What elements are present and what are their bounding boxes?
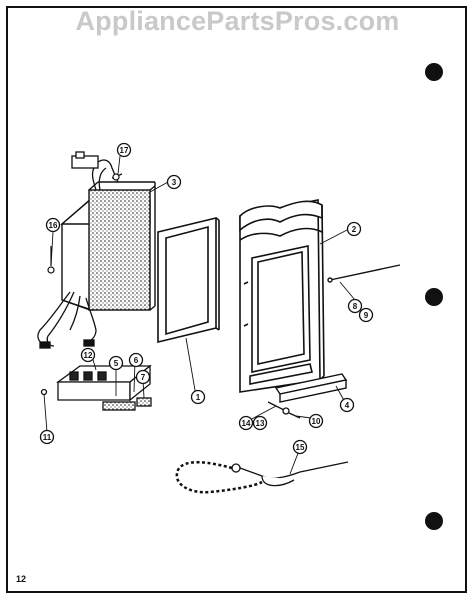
screw-17 <box>112 173 120 181</box>
wire-harness <box>71 151 123 191</box>
svg-text:17: 17 <box>120 146 129 155</box>
svg-text:7: 7 <box>141 373 146 382</box>
callout-17: 17 <box>116 142 132 158</box>
callout-9: 9 <box>358 307 374 323</box>
svg-text:11: 11 <box>43 433 52 442</box>
watermark: AppliancePartsPros.com <box>75 6 400 36</box>
svg-text:8: 8 <box>353 302 358 311</box>
door-gasket <box>157 216 220 344</box>
thermostat-bulb <box>175 461 349 494</box>
callout-1: 1 <box>190 389 206 405</box>
binder-hole-bottom <box>425 512 443 530</box>
callout-14: 14 <box>238 415 254 431</box>
callout-10: 10 <box>308 413 324 429</box>
svg-text:3: 3 <box>172 178 177 187</box>
callout-5: 5 <box>108 355 124 371</box>
callout-6: 6 <box>128 352 144 368</box>
callout-13: 13 <box>252 415 268 431</box>
callout-15: 15 <box>292 439 308 455</box>
svg-text:2: 2 <box>352 225 357 234</box>
callout-2: 2 <box>346 221 362 237</box>
callout-4: 4 <box>339 397 355 413</box>
diagram-border <box>6 6 467 593</box>
svg-text:9: 9 <box>364 311 369 320</box>
dispenser-door <box>239 199 325 393</box>
callout-8: 8 <box>347 298 363 314</box>
leader-lines <box>43 155 356 475</box>
svg-text:5: 5 <box>114 359 119 368</box>
spring-rod <box>327 264 401 283</box>
callout-7: 7 <box>135 369 151 385</box>
heater-assembly <box>60 181 156 311</box>
svg-text:14: 14 <box>242 419 251 428</box>
svg-text:6: 6 <box>134 356 139 365</box>
svg-text:16: 16 <box>49 221 58 230</box>
door-trim <box>274 373 348 403</box>
callout-12: 12 <box>80 347 96 363</box>
wire-leads <box>37 291 97 349</box>
callout-11: 11 <box>39 429 55 445</box>
svg-text:12: 12 <box>84 351 93 360</box>
svg-text:13: 13 <box>256 419 265 428</box>
svg-text:15: 15 <box>296 443 305 452</box>
svg-text:10: 10 <box>312 417 321 426</box>
binder-hole-top <box>425 63 443 81</box>
svg-text:1: 1 <box>196 393 201 402</box>
callout-3: 3 <box>166 174 182 190</box>
callout-16: 16 <box>45 217 61 233</box>
pivot-pin <box>267 401 301 419</box>
svg-text:4: 4 <box>345 401 350 410</box>
page-number: 12 <box>16 574 27 584</box>
binder-hole-middle <box>425 288 443 306</box>
